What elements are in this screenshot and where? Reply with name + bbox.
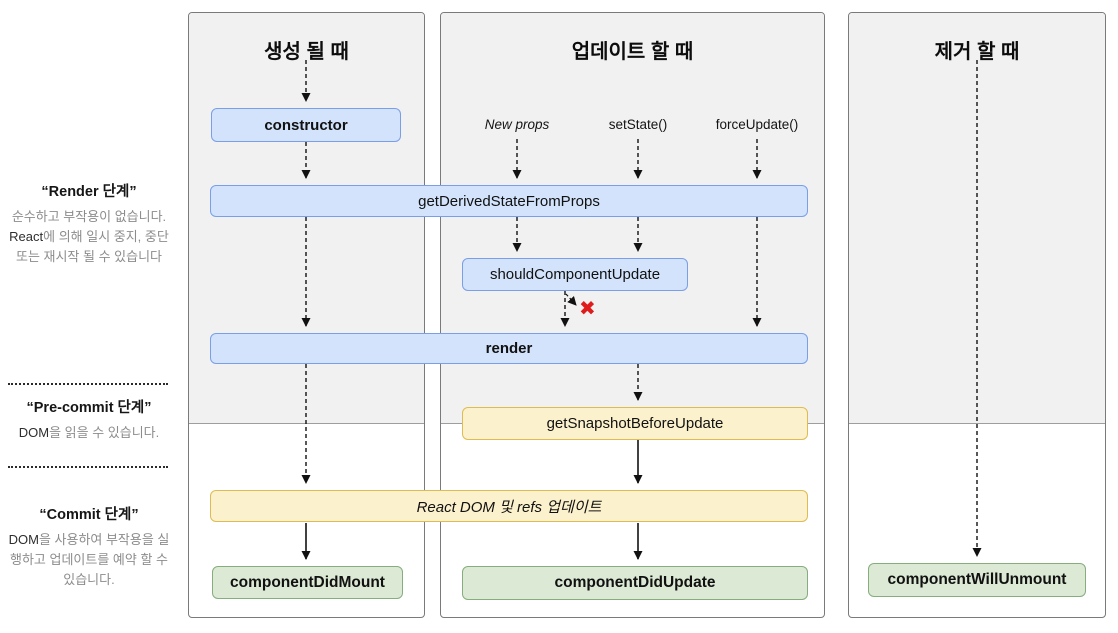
phase-render-desc-before: 순수하고 부작용이 없습니다. [11, 209, 167, 224]
panel-unmount: 제거 할 때 [848, 12, 1106, 618]
node-react-dom-refs-update: React DOM 및 refs 업데이트 [210, 490, 808, 522]
panel-update-title: 업데이트 할 때 [571, 41, 694, 63]
phase-render-desc-after: 에 의해 일시 중지, 중단 또는 재시작 될 수 있습니다 [15, 229, 169, 265]
phase-commit: “Commit 단계” DOM을 사용하여 부작용을 실행하고 업데이트를 예약… [8, 503, 170, 590]
render-phase-region-unmount [849, 13, 1105, 424]
node-getsnapshotbeforeupdate: getSnapshotBeforeUpdate [462, 407, 808, 440]
node-getderivedstatefromprops: getDerivedStateFromProps [210, 185, 808, 217]
node-componentdidupdate: componentDidUpdate [462, 566, 808, 600]
trigger-forceupdate: forceUpdate() [715, 117, 799, 132]
phase-commit-desc-en: DOM [8, 532, 39, 547]
node-componentdidmount: componentDidMount [212, 566, 403, 599]
phase-commit-description: DOM을 사용하여 부작용을 실행하고 업데이트를 예약 할 수 있습니다. [8, 530, 170, 590]
panel-unmount-title: 제거 할 때 [934, 41, 1020, 63]
panel-mount-title: 생성 될 때 [264, 41, 349, 63]
node-constructor: constructor [211, 108, 401, 142]
phase-precommit-desc-en: DOM [18, 425, 50, 440]
node-render: render [210, 333, 808, 364]
phase-separator-bottom [8, 466, 168, 468]
phase-precommit-desc-after: 을 읽을 수 있습니다. [49, 425, 160, 440]
panel-update: 업데이트 할 때 [440, 12, 825, 618]
trigger-new-props: New props [484, 117, 550, 132]
phase-separator-top [8, 383, 168, 385]
phase-precommit-title: “Pre-commit 단계” [26, 400, 152, 416]
phase-precommit: “Pre-commit 단계” DOM을 읽을 수 있습니다. [8, 396, 170, 443]
phase-render-title: “Render 단계” [41, 184, 137, 200]
trigger-setstate: setState() [608, 117, 668, 132]
panel-mount: 생성 될 때 [188, 12, 425, 618]
phase-precommit-description: DOM을 읽을 수 있습니다. [8, 423, 170, 443]
node-componentwillunmount: componentWillUnmount [868, 563, 1086, 597]
phase-render-description: 순수하고 부작용이 없습니다. React에 의해 일시 중지, 중단 또는 재… [8, 207, 170, 267]
node-shouldcomponentupdate: shouldComponentUpdate [462, 258, 688, 291]
skip-render-x-icon: ✖ [579, 298, 596, 320]
phase-render: “Render 단계” 순수하고 부작용이 없습니다. React에 의해 일시… [8, 180, 170, 267]
phase-commit-desc-after: 을 사용하여 부작용을 실행하고 업데이트를 예약 할 수 있습니다. [10, 532, 170, 588]
phase-commit-title: “Commit 단계” [39, 507, 139, 523]
phase-render-desc-en: React [9, 229, 44, 245]
